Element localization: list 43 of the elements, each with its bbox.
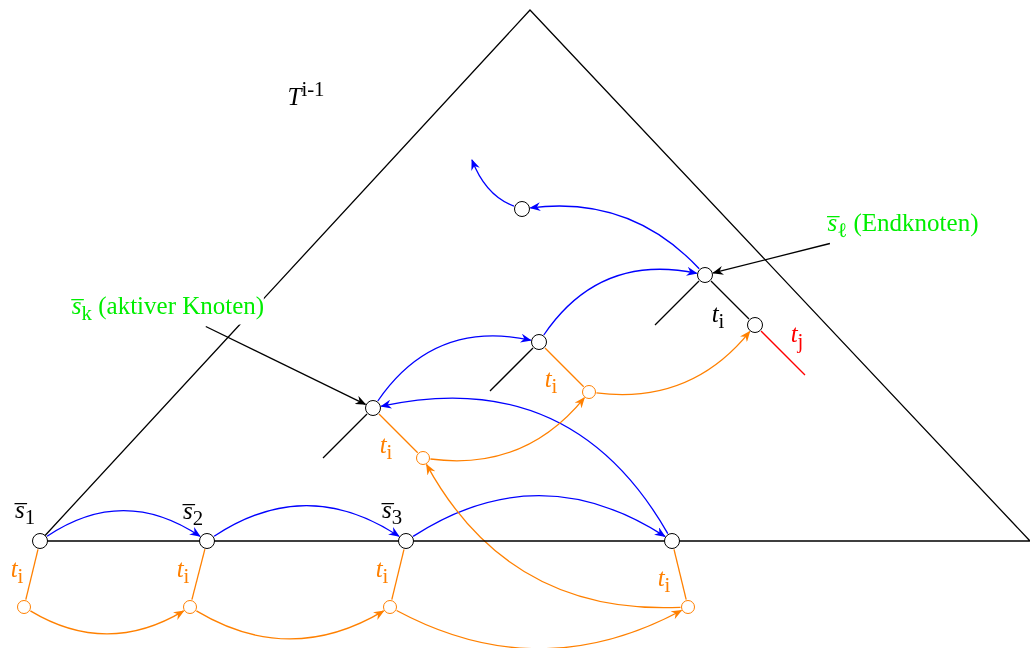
- tree-edge-line: [322, 413, 368, 459]
- arrow: [712, 242, 831, 275]
- tree-edge-line: [489, 347, 534, 392]
- tree-edge-line: [25, 548, 39, 601]
- tree-node-circle: [183, 600, 197, 614]
- arrow: [425, 463, 682, 609]
- tree-edge-line: [391, 548, 405, 601]
- arrow: [46, 510, 201, 537]
- tree-node-circle: [582, 385, 596, 399]
- arrow: [471, 159, 515, 207]
- arrow: [380, 397, 669, 535]
- tree-edge-line: [544, 347, 585, 388]
- tree-node-circle: [365, 400, 381, 416]
- arrow: [395, 609, 683, 648]
- node-caption: s̅$_{1}$: [14, 495, 36, 529]
- tree-node-circle: [17, 600, 31, 614]
- tree-edge-line: [760, 330, 806, 376]
- node-caption: s̅$_{3}$: [381, 495, 403, 529]
- arrow: [213, 505, 400, 537]
- tree-node-circle: [514, 201, 530, 217]
- tree-node-circle: [681, 600, 695, 614]
- tree-node-circle: [664, 533, 680, 549]
- tree-edge-line: [673, 548, 687, 601]
- arrow: [595, 330, 751, 396]
- arrow: [412, 495, 666, 538]
- arrow: [529, 202, 700, 270]
- arrow: [195, 610, 385, 640]
- tree-node-circle: [531, 334, 547, 350]
- arrow: [29, 610, 185, 635]
- node-caption: s̅$_{2}$: [182, 496, 204, 530]
- tree-node-circle: [747, 317, 763, 333]
- tree-edge-line: [654, 280, 700, 326]
- tree-edge-line: [378, 413, 419, 454]
- arrow: [543, 267, 698, 336]
- tree-edge-line: [710, 280, 750, 320]
- tree-edge-line: [191, 548, 206, 601]
- tree-node-circle: [697, 267, 713, 283]
- arrow: [429, 397, 585, 462]
- arrow: [377, 334, 532, 402]
- tree-node-circle: [383, 600, 397, 614]
- tree-node-circle: [416, 451, 430, 465]
- tree-label: T$^{i-1}$: [287, 77, 325, 111]
- arrow: [205, 325, 367, 405]
